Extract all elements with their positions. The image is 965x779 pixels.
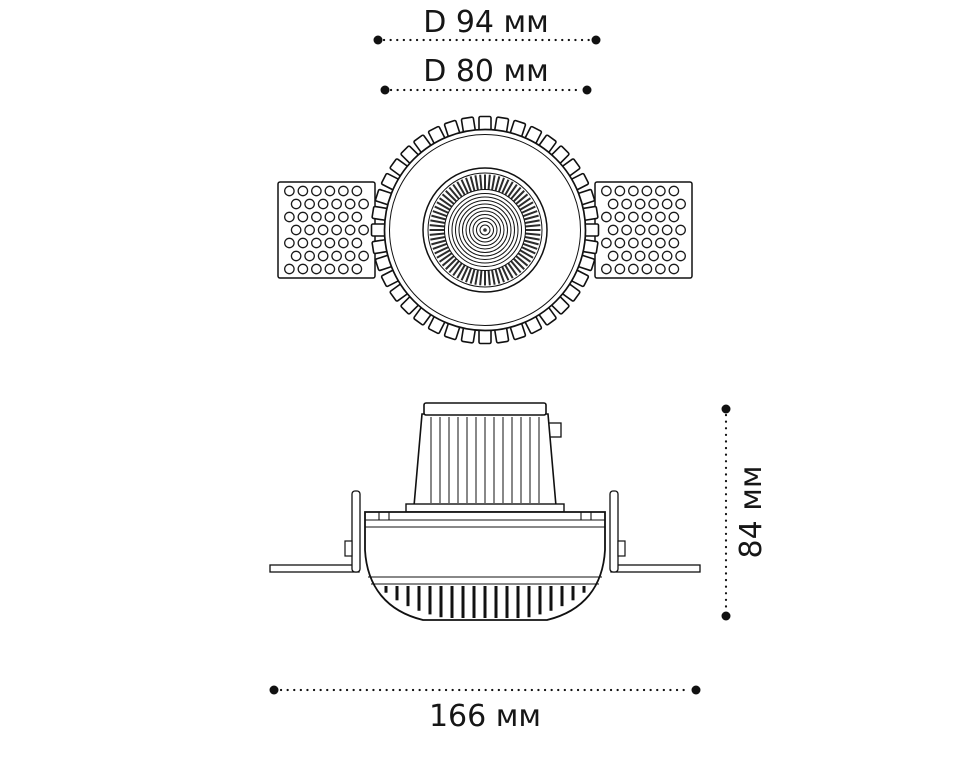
dim-endpoint [691,685,701,695]
side-view [269,402,701,621]
dim-endpoint [582,85,592,95]
dim-label-outer-diameter: D 94 мм [423,5,549,40]
dim-endpoint [591,35,601,45]
spring-clip-left [344,540,353,557]
dimension-annotations: D 94 мм D 80 мм 84 мм 166 мм [269,5,769,734]
perforation-holes-left [284,185,369,275]
heatsink-top-cap [423,402,547,416]
spring-clip-right [617,540,626,557]
led-knurl-ring [429,174,541,286]
housing-bottom-fins [384,586,586,618]
mounting-plate-left [277,181,376,279]
perforation-holes-right [601,185,686,275]
reflector-outer-circle [444,189,526,271]
top-view [277,115,693,345]
led-bezel-inner-circle [427,172,543,288]
mounting-bracket-left [351,490,361,573]
mounting-bracket-right [609,490,619,573]
dim-endpoint [721,611,731,621]
dim-outer-diameter: D 94 мм [373,5,601,45]
dim-label-height: 84 мм [734,466,769,559]
heatsink-fins [430,417,540,503]
trim-ring-inner-circle [389,134,581,326]
dim-endpoint [269,685,279,695]
dim-label-inner-diameter: D 80 мм [423,54,549,89]
dim-endpoint [721,404,731,414]
heatsink-collar [405,503,565,513]
dim-endpoint [380,85,390,95]
mounting-plate-right [594,181,693,279]
dim-height: 84 мм [721,404,769,621]
dim-width: 166 мм [269,685,701,734]
dim-label-width: 166 мм [429,699,541,734]
ceiling-flange-right [610,564,701,573]
dim-endpoint [373,35,383,45]
reflector-rings [448,193,522,267]
lens-center-dot [483,228,487,232]
ceiling-flange-left [269,564,360,573]
dim-inner-diameter: D 80 мм [380,54,592,95]
